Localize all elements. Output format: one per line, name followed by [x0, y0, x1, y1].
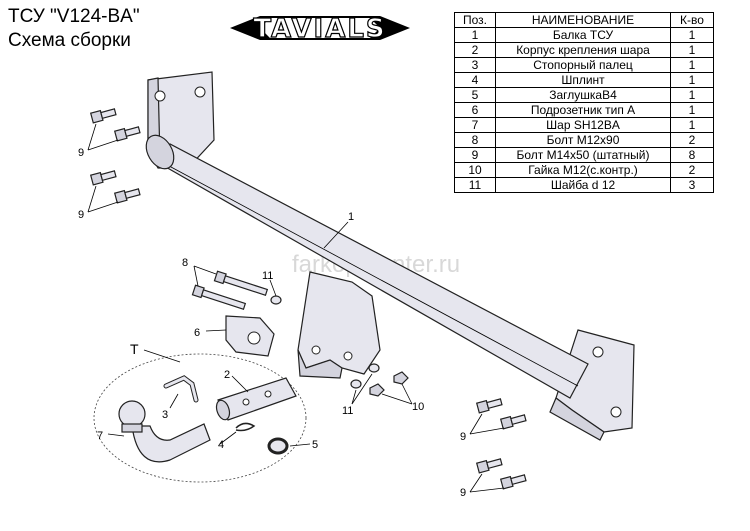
socket-bracket: 6 [194, 315, 275, 357]
nut-washer-group: 11 10 [342, 363, 424, 417]
cell-name: Шар SH12BA [495, 117, 671, 133]
callout-nut-10: 10 [412, 401, 424, 413]
callout-bolt-9: 9 [78, 147, 84, 159]
drawing-subtitle: Схема сборки [8, 30, 131, 51]
callout-bolt-9: 9 [78, 209, 84, 221]
tavials-logo: TAVIALS [230, 8, 410, 48]
callout-socket-bracket-6: 6 [194, 327, 200, 339]
callout-washer-11: 11 [342, 405, 353, 417]
callout-beam: 1 [348, 211, 354, 223]
center-bracket [297, 271, 381, 379]
right-mounting-plate [549, 329, 635, 441]
cell-qty: 3 [670, 177, 714, 193]
ball-housing: 2 [215, 369, 297, 421]
callout-plug-5: 5 [312, 439, 318, 451]
cell-name: Болт М12х90 [495, 132, 671, 148]
callout-bolt-8: 8 [182, 257, 188, 269]
callout-pin-3: 3 [162, 409, 168, 421]
drawing-title: ТСУ "V124-BA" [8, 6, 140, 27]
locking-pin: 3 [162, 375, 199, 421]
bolt-group-right-upper: 9 [460, 398, 527, 443]
cell-qty: 8 [670, 147, 714, 163]
plug-cap: 5 [267, 437, 318, 455]
cell-name: ЗаглушкаВ4 [495, 87, 671, 103]
kit-group-T: T 2 3 7 4 [93, 341, 318, 483]
tow-ball: 7 [97, 400, 211, 463]
bolt-group-right-lower: 9 [460, 458, 527, 499]
bolt-m12-group: 8 [182, 257, 269, 310]
logo-text: TAVIALS [253, 14, 386, 44]
cotter-pin: 4 [218, 422, 256, 451]
callout-kit-T: T [130, 341, 139, 357]
callout-washer-11: 11 [262, 270, 273, 282]
washer-top: 11 [262, 270, 282, 305]
tow-beam [145, 134, 589, 399]
bolt-group-top-left: 9 [78, 108, 141, 159]
callout-cotter-4: 4 [218, 439, 224, 451]
callout-bolt-9: 9 [460, 431, 466, 443]
callout-housing-2: 2 [224, 369, 230, 381]
bolt-group-mid-left: 9 [78, 170, 141, 221]
cell-name: Шайба d 12 [495, 177, 671, 193]
callout-bolt-9: 9 [460, 487, 466, 499]
callout-ball-7: 7 [97, 430, 103, 442]
cell-name: Корпус крепления шара [495, 42, 671, 58]
